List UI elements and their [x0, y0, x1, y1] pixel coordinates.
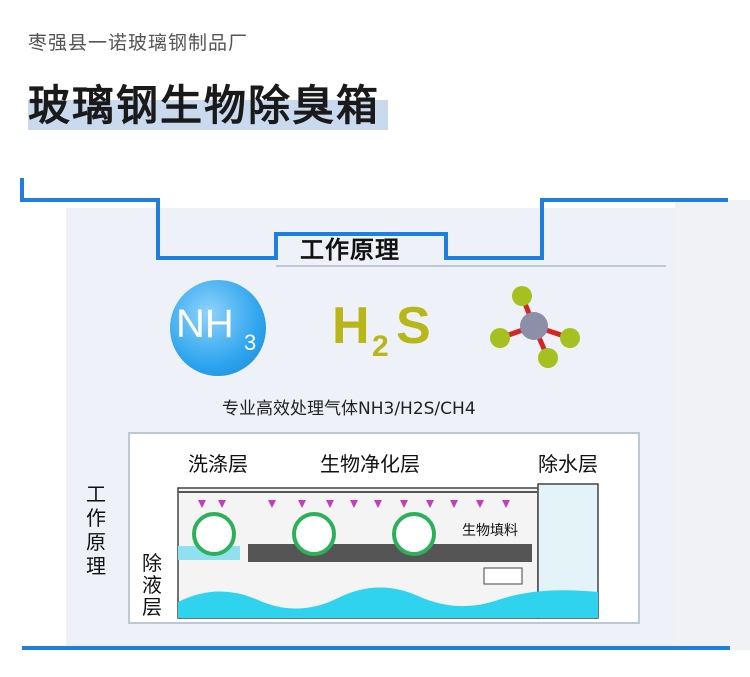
pipe-opening-2	[292, 512, 336, 556]
dewater-layer-label: 除水层	[538, 452, 598, 476]
nh3-icon: NH 3	[170, 280, 266, 376]
bio-filler-label: 生物填料	[462, 523, 518, 539]
pipe-opening-1	[192, 512, 236, 556]
h2s-s: S	[396, 297, 431, 355]
inner-box	[483, 567, 523, 585]
section-title: 工作原理	[300, 236, 400, 264]
water-reservoir	[178, 587, 598, 618]
page-title: 玻璃钢生物除臭箱	[28, 81, 381, 130]
bio-filler-bed	[248, 544, 532, 562]
gas-description: 专业高效处理气体NH3/H2S/CH4	[222, 399, 476, 419]
frame-top-line	[20, 178, 728, 260]
title-highlight	[28, 100, 388, 130]
liquid-removal-layer-label: 除液层	[142, 551, 162, 619]
content-panel-edge	[675, 200, 750, 650]
bio-purify-layer-label: 生物净化层	[320, 452, 420, 476]
wash-layer-label: 洗涤层	[188, 452, 248, 476]
spray-nozzles	[198, 500, 510, 508]
ch4-molecule-icon	[490, 286, 580, 368]
h2s-h: H	[332, 297, 370, 355]
nh3-label: NH	[176, 302, 234, 346]
nh3-subscript: 3	[244, 330, 257, 355]
h2s-subscript: 2	[372, 330, 389, 363]
side-label: 工作原理	[86, 482, 106, 578]
company-name: 枣强县一诺玻璃钢制品厂	[28, 32, 249, 54]
process-diagram-graphic	[177, 483, 599, 619]
pipe-opening-3	[392, 512, 436, 556]
